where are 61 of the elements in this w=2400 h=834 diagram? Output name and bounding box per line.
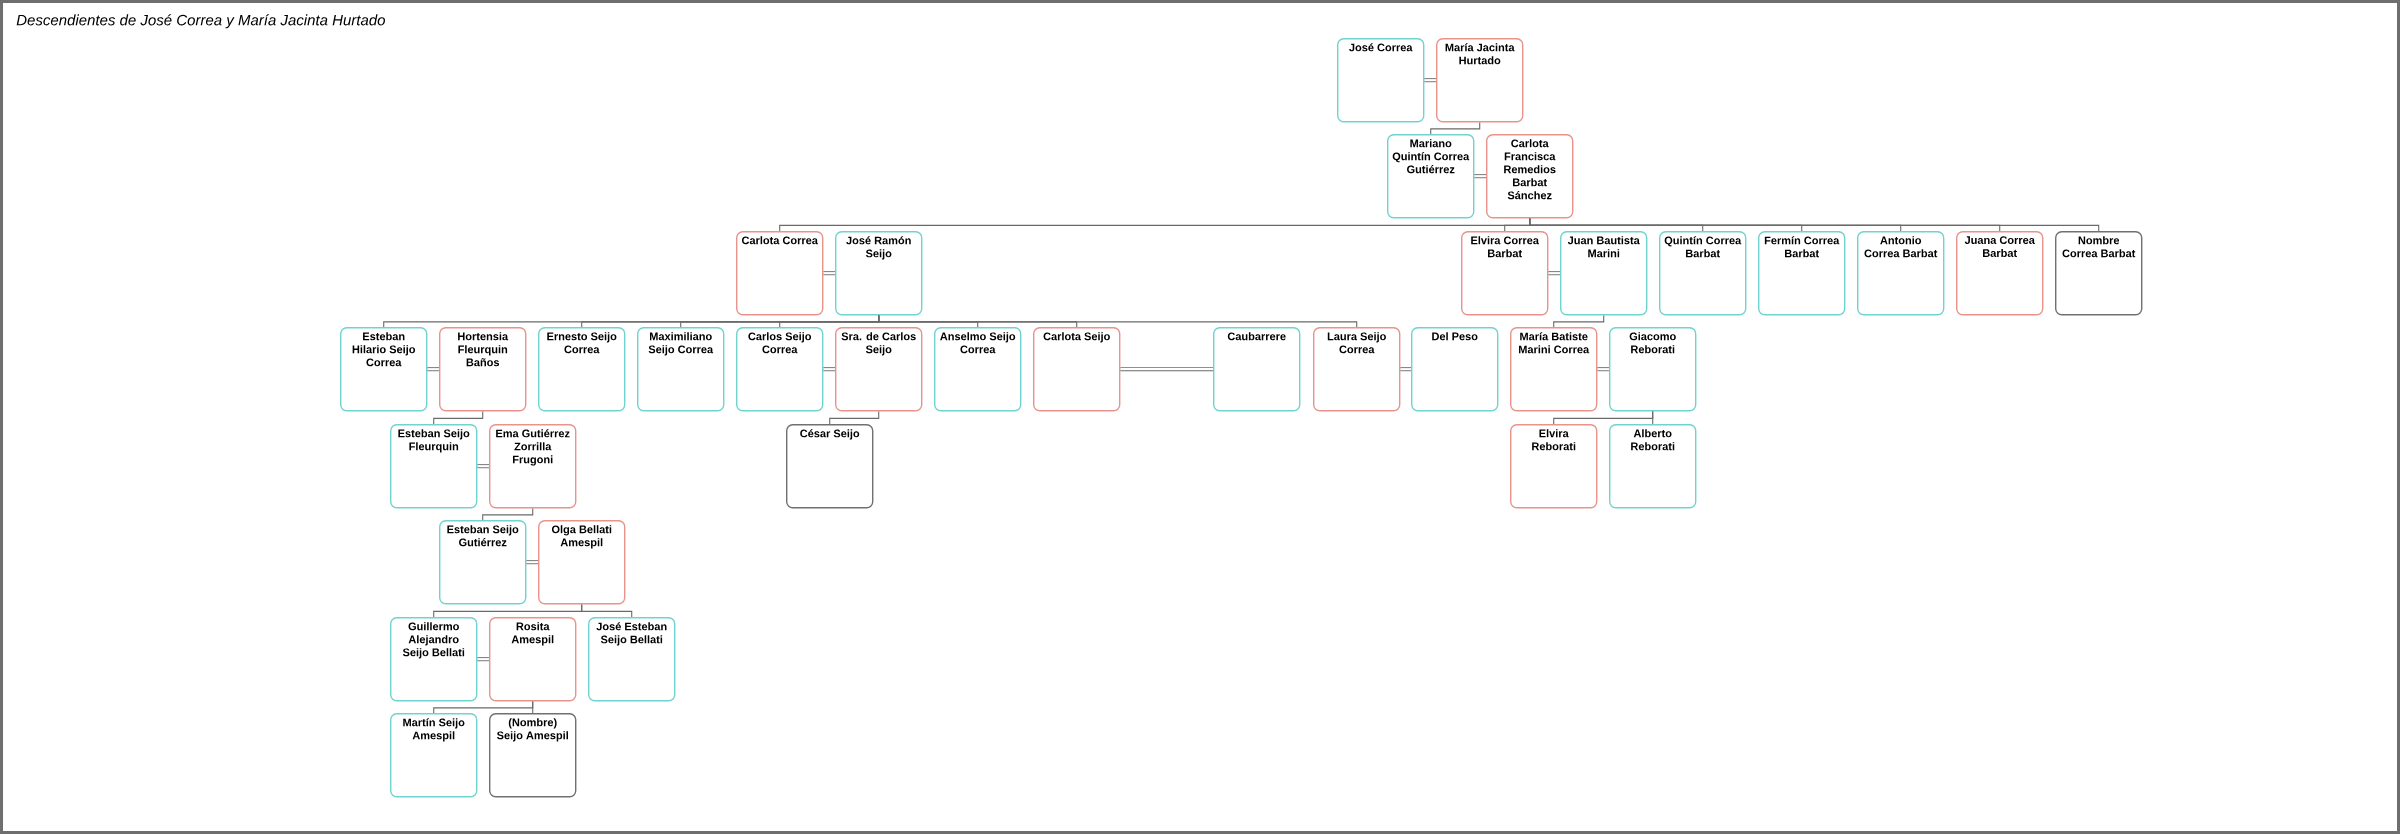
person-box: Fermín Correa Barbat [1758,231,1846,316]
person-box: Esteban Hilario Seijo Correa [340,327,428,412]
person-box: César Seijo [786,424,874,509]
person-box: (Nombre) Seijo Amespil [489,713,577,798]
person-box: Elvira Reborati [1510,424,1598,509]
person-box: Rosita Amespil [489,617,577,702]
person-box: Maximiliano Seijo Correa [637,327,725,412]
descent-line [1529,217,2100,232]
couple-line [526,560,538,565]
couple-line [1548,271,1560,276]
couple-line [823,367,835,372]
person-box: Juana Correa Barbat [1956,231,2044,316]
descent-line [1553,314,1605,328]
descent-line [1430,121,1481,135]
person-box: Quintín Correa Barbat [1659,231,1747,316]
descent-line [433,410,484,425]
person-box: María Jacinta Hurtado [1436,38,1524,123]
person-box: Carlota Seijo [1033,327,1121,412]
couple-line [1120,367,1213,372]
person-box: Ernesto Seijo Correa [538,327,626,412]
person-box: Juan Bautista Marini [1560,231,1648,316]
descent-line [581,603,633,618]
person-box: Ema Gutiérrez Zorrilla Frugoni [489,424,577,509]
person-box: Martín Seijo Amespil [390,713,478,798]
person-box: Caubarrere [1213,327,1301,412]
descent-line [829,410,880,425]
descent-line [1652,410,1654,425]
person-box: Nombre Correa Barbat [2055,231,2143,316]
person-box: Carlota Correa [736,231,824,316]
person-box: Alberto Reborati [1609,424,1697,509]
person-box: José Esteban Seijo Bellati [588,617,676,702]
person-box: Anselmo Seijo Correa [934,327,1022,412]
person-box: Elvira Correa Barbat [1461,231,1549,316]
descent-line [482,507,534,521]
couple-line [1424,78,1436,83]
descent-line [878,314,1358,328]
person-box: Del Peso [1411,327,1499,412]
couple-line [477,464,489,469]
descent-line [532,700,534,714]
couple-line [823,271,835,276]
person-box: María Batiste Marini Correa [1510,327,1598,412]
person-box: Antonio Correa Barbat [1857,231,1945,316]
couple-line [1474,174,1486,179]
person-box: Esteban Seijo Fleurquin [390,424,478,509]
person-box: Laura Seijo Correa [1313,327,1401,412]
person-box: Sra. de Carlos Seijo [835,327,923,412]
couple-line [1400,367,1411,372]
person-box: Guillermo Alejandro Seijo Bellati [390,617,478,702]
person-box: Mariano Quintín Correa Gutiérrez [1387,134,1475,219]
couple-line [477,657,489,662]
person-box: Giacomo Reborati [1609,327,1697,412]
person-box: Olga Bellati Amespil [538,520,626,605]
person-box: Carlos Seijo Correa [736,327,824,412]
couple-line [1597,367,1609,372]
couple-line [427,367,439,372]
person-box: Carlota Francisca Remedios Barbat Sánchez [1486,134,1574,219]
title: Descendientes de José Correa y María Jacinta Hurtado [16,14,385,29]
person-box: Hortensia Fleurquin Baños [439,327,527,412]
person-box: José Ramón Seijo [835,231,923,316]
person-box: Esteban Seijo Gutiérrez [439,520,527,605]
person-box: José Correa [1337,38,1425,123]
